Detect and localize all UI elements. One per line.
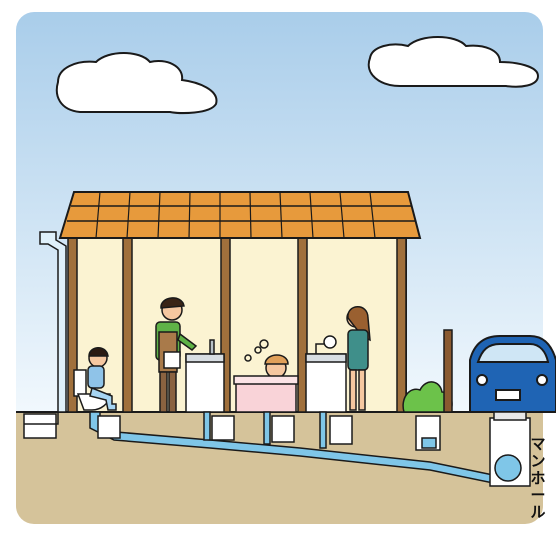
manhole-char-1: マ <box>527 436 549 453</box>
kitchen-sink <box>306 344 346 412</box>
manhole-char-3: ホ <box>527 470 549 487</box>
manhole-char-5: ル <box>527 504 549 521</box>
roof <box>60 192 420 238</box>
fence-post <box>444 330 452 412</box>
manhole-char-2: ン <box>527 453 549 470</box>
car <box>470 336 556 412</box>
manhole-char-4: ー <box>527 487 549 504</box>
manhole-label: マ ン ホ ー ル <box>527 436 549 521</box>
